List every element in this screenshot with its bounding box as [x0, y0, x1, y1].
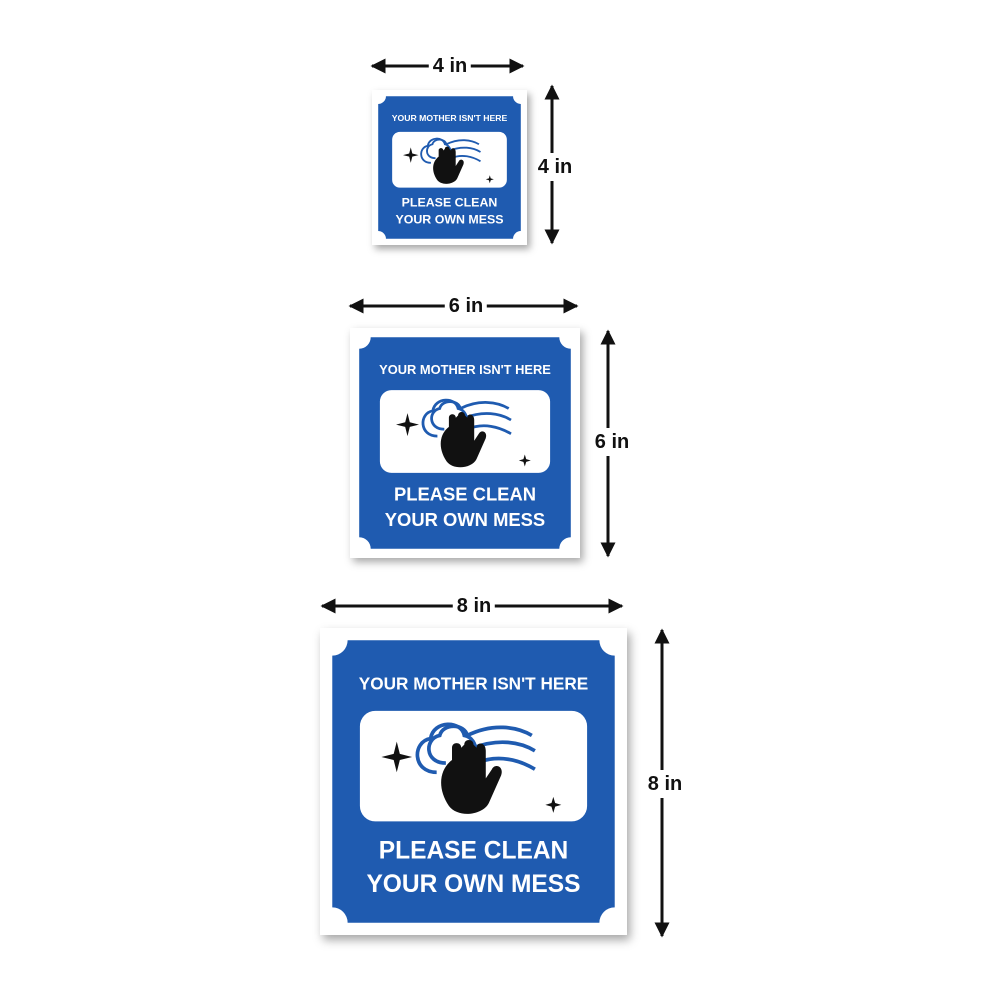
width-label-large: 8 in: [452, 596, 496, 616]
sign-medium: YOUR MOTHER ISN'T HERE PLEASE CLEAN YOUR…: [350, 328, 580, 558]
height-label-large: 8 in: [645, 770, 685, 798]
hand-wiping-icon: [415, 722, 536, 814]
sparkle-icon-large: [396, 413, 419, 437]
sign-top-text: YOUR MOTHER ISN'T HERE: [392, 113, 508, 123]
sparkle-icon-large: [381, 741, 413, 773]
sign-large: YOUR MOTHER ISN'T HERE PLEASE CLEAN YOUR…: [320, 628, 627, 935]
height-label-medium: 6 in: [592, 428, 632, 456]
sign-top-text: YOUR MOTHER ISN'T HERE: [379, 362, 551, 377]
height-label-small: 4 in: [535, 153, 575, 181]
sign-bottom-line-1: PLEASE CLEAN: [394, 484, 536, 505]
hand-wiping-icon: [420, 137, 481, 184]
sign-bottom-line-2: YOUR OWN MESS: [385, 509, 545, 530]
sign-bottom-line-2: YOUR OWN MESS: [366, 871, 580, 898]
sparkle-icon-small: [485, 175, 494, 184]
sparkle-icon-large: [403, 147, 419, 163]
hand-wiping-icon: [421, 398, 512, 468]
sparkle-icon-small: [545, 796, 562, 813]
sign-small: YOUR MOTHER ISN'T HERE PLEASE CLEAN YOUR…: [372, 90, 527, 245]
sign-bottom-line-1: PLEASE CLEAN: [402, 195, 498, 209]
width-label-medium: 6 in: [444, 296, 488, 316]
sign-bottom-line-2: YOUR OWN MESS: [395, 212, 503, 226]
sign-bottom-line-1: PLEASE CLEAN: [379, 837, 569, 864]
sparkle-icon-small: [518, 454, 531, 467]
sign-top-text: YOUR MOTHER ISN'T HERE: [359, 673, 588, 693]
width-label-small: 4 in: [428, 56, 472, 76]
